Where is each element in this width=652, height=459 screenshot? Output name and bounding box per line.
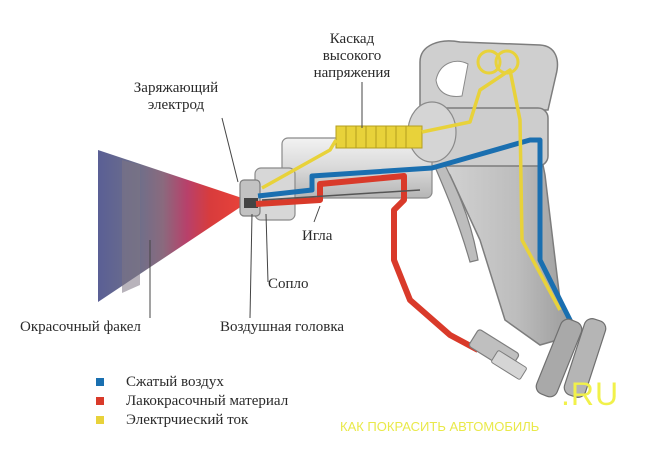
air-channel: [257, 137, 578, 332]
current-coil-2: [494, 49, 520, 75]
legend-swatch-current: [96, 416, 104, 424]
legend-swatch-paint: [96, 397, 104, 405]
legend-label-paint: Лакокрасочный материал: [126, 392, 289, 409]
nozzle-tip: [244, 198, 258, 208]
nozzle-label: Сопло: [268, 276, 309, 292]
spray-fan-shape: [98, 150, 242, 302]
air-hose: [535, 318, 607, 398]
watermark-caption: КАК ПОКРАСИТЬ АВТОМОБИЛЬ: [340, 419, 540, 434]
paint-channel: [255, 173, 480, 353]
cascade-ribs: [345, 126, 407, 148]
cascade-label-line1: Каскад: [329, 31, 375, 47]
needle-label: Игла: [302, 228, 333, 244]
electrode-label-line2: электрод: [147, 97, 205, 113]
current-channel: [261, 68, 562, 311]
leader-lines: [149, 82, 363, 319]
electrode-label: Заряжающий электрод: [120, 80, 232, 114]
spray-fan-label: Окрасочный факел: [20, 319, 141, 335]
legend-swatch-air: [96, 378, 104, 386]
current-coil-1: [476, 49, 502, 75]
cascade-label-line3: напряжения: [313, 65, 391, 81]
spray-fan-shade: [122, 160, 140, 293]
needle-line: [261, 189, 421, 201]
watermark-domain: .RU: [561, 376, 620, 412]
legend-item-current: Электрчиеский ток: [96, 411, 248, 429]
paint-hose-tip: [491, 350, 527, 380]
cascade-label: Каскад высокого напряжения: [300, 31, 404, 82]
legend-label-current: Электрчиеский ток: [126, 411, 249, 428]
cascade-block: [335, 125, 423, 149]
cascade-label-line2: высокого: [322, 48, 382, 64]
gun-trigger: [431, 154, 479, 263]
electrode-label-line1: Заряжающий: [133, 80, 219, 96]
legend-item-air: Сжатый воздух: [96, 373, 224, 391]
gun-hook-cutout: [435, 60, 469, 97]
air-cap-label: Воздушная головка: [220, 319, 345, 335]
legend-item-paint: Лакокрасочный материал: [96, 392, 288, 410]
legend-label-air: Сжатый воздух: [126, 373, 224, 390]
